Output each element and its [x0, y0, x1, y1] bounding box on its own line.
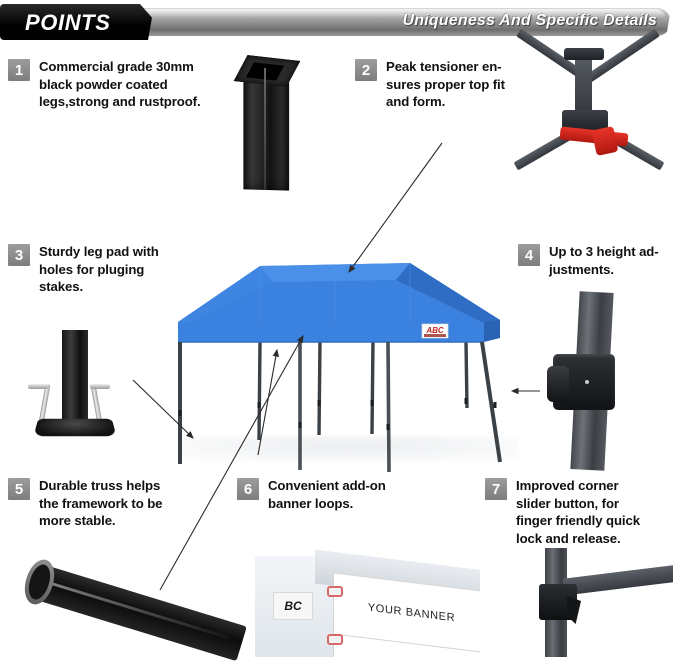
- header-points-label: POINTS: [25, 10, 111, 35]
- leg-back-4: [464, 341, 469, 409]
- peak-tensioner-photo: [498, 28, 676, 190]
- square-leg-tube-photo: [225, 52, 315, 192]
- canopy-valance-right: [484, 320, 500, 342]
- callout-4: 4 Up to 3 height ad- justments.: [518, 243, 678, 278]
- callout-4-text: Up to 3 height ad- justments.: [549, 244, 659, 277]
- callout-7-text: Improved corner slider button, for finge…: [516, 478, 640, 546]
- corner-slider-button-photo: [495, 548, 679, 657]
- header-banner: POINTS Uniqueness And Specific Details: [0, 4, 679, 42]
- red-tensioner-grip: [591, 125, 619, 157]
- canopy-roof-right: [396, 263, 500, 322]
- top-hub-bracket: [564, 48, 604, 60]
- height-adjustment-photo: [545, 291, 665, 471]
- oval-truss-tube-photo: [8, 555, 247, 661]
- canopy-logo-underline: [424, 334, 446, 337]
- leg-back-3: [370, 338, 375, 435]
- header-black-tag: [0, 4, 152, 40]
- tent-front-legs: [178, 341, 502, 464]
- callout-5: 5 Durable truss helps the framework to b…: [8, 477, 208, 530]
- canopy-tent-illustration: ABC: [160, 250, 540, 480]
- leg-back-1: [257, 341, 262, 441]
- callout-2-text: Peak tensioner en- sures proper top fit …: [386, 59, 505, 109]
- truss-arm: [563, 565, 673, 596]
- leg-post: [62, 330, 88, 422]
- stake-left-hook: [28, 384, 48, 389]
- callout-5-badge: 5: [8, 478, 30, 500]
- tent-svg: ABC: [178, 263, 502, 473]
- tent-mid-legs: [298, 341, 391, 473]
- leg-front-right: [480, 341, 502, 463]
- callout-6-text: Convenient add-on banner loops.: [268, 478, 386, 511]
- stake-right-hook: [90, 384, 110, 389]
- header-subtitle: Uniqueness And Specific Details: [402, 12, 657, 29]
- callout-7-badge: 7: [485, 478, 507, 500]
- center-post: [575, 48, 592, 118]
- banner-loops-photo: BC YOUR BANNER: [255, 550, 480, 657]
- tent-legs: [257, 338, 469, 441]
- roof-seams: [259, 263, 411, 322]
- callout-6: 6 Convenient add-on banner loops.: [237, 477, 452, 512]
- banner-loop-top: [327, 586, 343, 597]
- leg-adjust-notches: [178, 398, 497, 430]
- tube-edge-highlight: [264, 68, 266, 190]
- push-button: [547, 366, 569, 402]
- callout-7: 7 Improved corner slider button, for fin…: [485, 477, 679, 547]
- callout-3: 3 Sturdy leg pad with holes for pluging …: [8, 243, 198, 296]
- callout-1-badge: 1: [8, 59, 30, 81]
- leg-pad-stakes-photo: [10, 330, 150, 456]
- banner-text: YOUR BANNER: [367, 601, 456, 625]
- header-bar-highlight: [10, 9, 665, 18]
- leg-base-pad: [33, 418, 117, 437]
- locking-pin: [585, 380, 589, 384]
- callout-3-text: Sturdy leg pad with holes for pluging st…: [39, 244, 159, 294]
- callout-1: 1 Commercial grade 30mm black powder coa…: [8, 58, 223, 111]
- leg-mid-2: [386, 341, 391, 473]
- callout-4-badge: 4: [518, 244, 540, 266]
- canopy-brand-logo: BC: [273, 592, 313, 620]
- callout-5-text: Durable truss helps the framework to be …: [39, 478, 163, 528]
- callout-2: 2 Peak tensioner en- sures proper top fi…: [355, 58, 540, 111]
- canopy-roof-left: [178, 266, 273, 324]
- leg-back-2: [317, 339, 322, 436]
- banner-loop-bottom: [327, 634, 343, 645]
- center-hub-bracket: [562, 110, 608, 132]
- truss-tube-shaft: [30, 563, 247, 661]
- canopy-logo-text: ABC: [425, 326, 444, 335]
- callout-2-badge: 2: [355, 59, 377, 81]
- callout-1-text: Commercial grade 30mm black powder coate…: [39, 59, 201, 109]
- callout-6-badge: 6: [237, 478, 259, 500]
- callout-3-badge: 3: [8, 244, 30, 266]
